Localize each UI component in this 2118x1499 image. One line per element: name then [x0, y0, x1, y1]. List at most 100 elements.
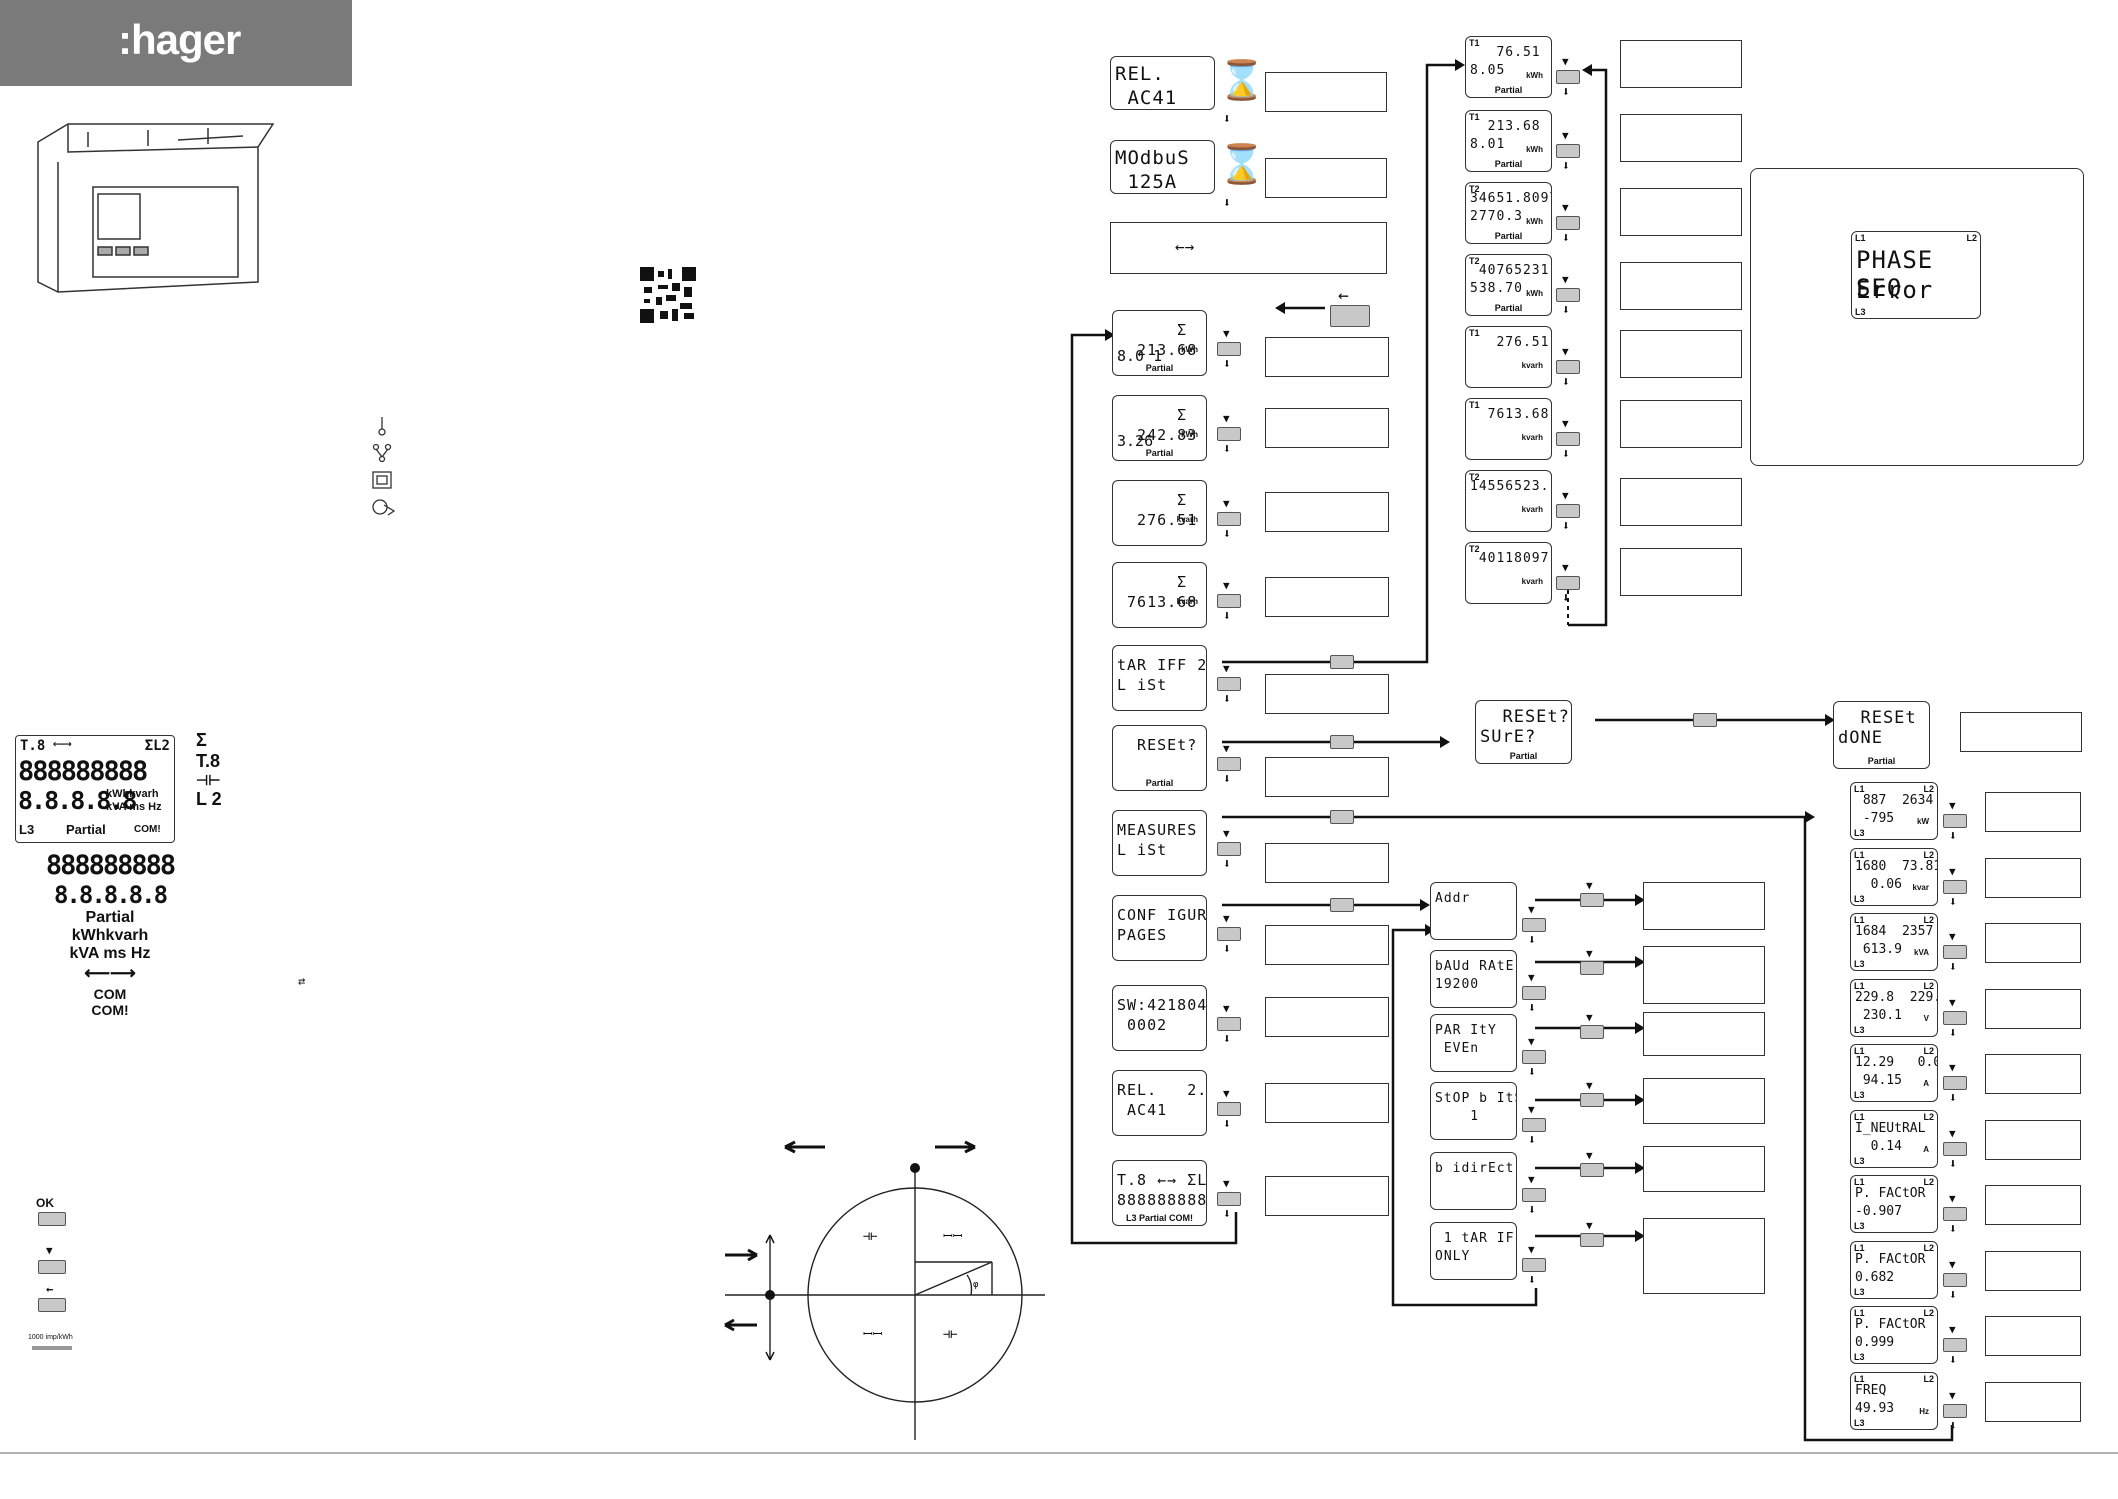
meas-3-down-key[interactable]	[1943, 1010, 1967, 1025]
meas-0-next-icon: ⬇	[1949, 829, 1957, 844]
reset-ok-key[interactable]	[1330, 735, 1354, 749]
col1-10-down-key[interactable]	[1217, 1017, 1241, 1031]
lcd-phase-l2: L2	[1923, 1111, 1934, 1122]
config-ok-key[interactable]	[1330, 898, 1354, 912]
meas-1-down-key[interactable]	[1943, 879, 1967, 894]
text-box	[1985, 857, 2081, 898]
col2-4-down-key[interactable]	[1556, 360, 1580, 374]
lcd-line2: 0.06	[1855, 876, 1902, 892]
col2-0-down-key[interactable]	[1556, 70, 1580, 84]
cfg-3-down-key[interactable]	[1522, 1118, 1546, 1132]
lcd-phase-l3: L3	[1854, 828, 1865, 838]
meas-2-down-key[interactable]	[1943, 945, 1967, 959]
arrow-icon: ←→	[1175, 237, 1195, 256]
back-key[interactable]	[38, 1298, 66, 1312]
meas-6-down-icon: ▼	[1949, 1192, 1956, 1205]
col1-2-down-key[interactable]	[1217, 342, 1241, 356]
col2-3-down-icon: ▼	[1562, 273, 1569, 286]
lcd-line1: REL. 2.0	[1117, 1081, 1207, 1099]
meas-6-down-key[interactable]	[1943, 1207, 1967, 1221]
lcd-menu-screen: CONF IGUR.PAGES	[1112, 895, 1207, 961]
col1-5-down-key[interactable]	[1217, 594, 1241, 608]
meas-4-down-key[interactable]	[1943, 1076, 1967, 1090]
measures-ok-key[interactable]	[1330, 810, 1354, 824]
lcd-line2: -0.907	[1855, 1204, 1902, 1219]
col1-6-down-key[interactable]	[1217, 677, 1241, 691]
lcd-line1: CONF IGUR.	[1117, 906, 1207, 924]
text-box	[1985, 1185, 2081, 1225]
cfg-edit-key[interactable]	[1580, 1233, 1604, 1247]
col2-3-down-key[interactable]	[1556, 288, 1580, 302]
col2-7-down-key[interactable]	[1556, 576, 1580, 590]
wiring-symbols	[372, 417, 396, 516]
text-box	[1643, 1012, 1765, 1056]
meas-9-down-key[interactable]	[1943, 1403, 1967, 1418]
cfg-2-down-key[interactable]	[1522, 1050, 1546, 1064]
lcd-phase-l3: L3	[1854, 959, 1865, 969]
col1-8-down-key[interactable]	[1217, 842, 1241, 856]
lcd-line1: 7613.68	[1470, 407, 1550, 422]
col1-11-down-key[interactable]	[1217, 1102, 1241, 1116]
col2-1-down-icon: ▼	[1562, 129, 1569, 142]
lcd-tariff-label: T1	[1469, 400, 1480, 410]
cfg-edit-key[interactable]	[1580, 893, 1604, 907]
reset-confirm-key[interactable]	[1693, 713, 1717, 727]
col1-4-down-key[interactable]	[1217, 512, 1241, 526]
cfg-edit-icon: ▼	[1586, 879, 1593, 892]
col1-12-down-key[interactable]	[1217, 1192, 1241, 1206]
meas-5-down-key[interactable]	[1943, 1141, 1967, 1156]
lcd-line1: P. FACtOR	[1855, 1251, 1926, 1267]
col2-6-down-key[interactable]	[1556, 504, 1580, 518]
lcd-unit: kWh	[1181, 430, 1198, 439]
col1-9-down-key[interactable]	[1217, 927, 1241, 941]
text-box	[1985, 923, 2081, 963]
cfg-1-down-key[interactable]	[1522, 986, 1546, 1000]
col2-5-down-key[interactable]	[1556, 432, 1580, 446]
tariff-ok-key[interactable]	[1330, 655, 1354, 669]
col1-3-down-key[interactable]	[1217, 427, 1241, 441]
cfg-edit-key[interactable]	[1580, 1163, 1604, 1177]
cfg-4-down-key[interactable]	[1522, 1188, 1546, 1202]
lcd-tariff-label: T1	[1469, 38, 1480, 48]
text-box	[1985, 1316, 2081, 1356]
lcd-phase-l2: L2	[1923, 1046, 1934, 1056]
back-button[interactable]	[1330, 305, 1370, 327]
lcd-phase-l1: L1	[1854, 1373, 1865, 1384]
meas-8-next-icon: ⬇	[1949, 1353, 1957, 1368]
lcd-line1: FREQ	[1855, 1382, 1887, 1398]
ok-key[interactable]	[38, 1212, 66, 1226]
cfg-5-down-key[interactable]	[1522, 1258, 1546, 1272]
lcd-line2: 888888888	[1117, 1191, 1207, 1209]
lcd-phase-l3: L3	[1854, 893, 1865, 904]
meas-8-down-key[interactable]	[1943, 1338, 1967, 1352]
lcd-line1: 12.29 0.06	[1855, 1055, 1937, 1070]
col2-4-down-icon: ▼	[1562, 345, 1569, 358]
led-label: 1000 imp/kWh	[28, 1334, 73, 1341]
col2-2-down-key[interactable]	[1556, 216, 1580, 230]
meas-0-down-key[interactable]	[1943, 814, 1967, 828]
lcd-line2: 0.14	[1855, 1138, 1902, 1154]
cfg-edit-key[interactable]	[1580, 1093, 1604, 1107]
meas-7-down-key[interactable]	[1943, 1272, 1967, 1287]
cfg-edit-key[interactable]	[1580, 961, 1604, 975]
col2-4-next-icon: ⬇	[1562, 375, 1570, 390]
lcd-line2: 0.682	[1855, 1269, 1895, 1285]
lcd-phase-l1: L1	[1854, 1242, 1865, 1253]
text-box	[1620, 400, 1742, 448]
text-box	[1643, 882, 1765, 930]
lcd-menu-screen: RESEt?Partial	[1112, 725, 1207, 791]
lcd-line1: Σ	[1117, 406, 1188, 424]
lcd-line1: Σ	[1117, 321, 1188, 339]
cfg-edit-key[interactable]	[1580, 1025, 1604, 1039]
cfg-0-down-key[interactable]	[1522, 918, 1546, 932]
col1-7-down-key[interactable]	[1217, 757, 1241, 771]
lcd-line1: 1684 2357	[1855, 924, 1934, 939]
down-key[interactable]	[38, 1260, 66, 1274]
col2-1-down-key[interactable]	[1556, 144, 1580, 158]
